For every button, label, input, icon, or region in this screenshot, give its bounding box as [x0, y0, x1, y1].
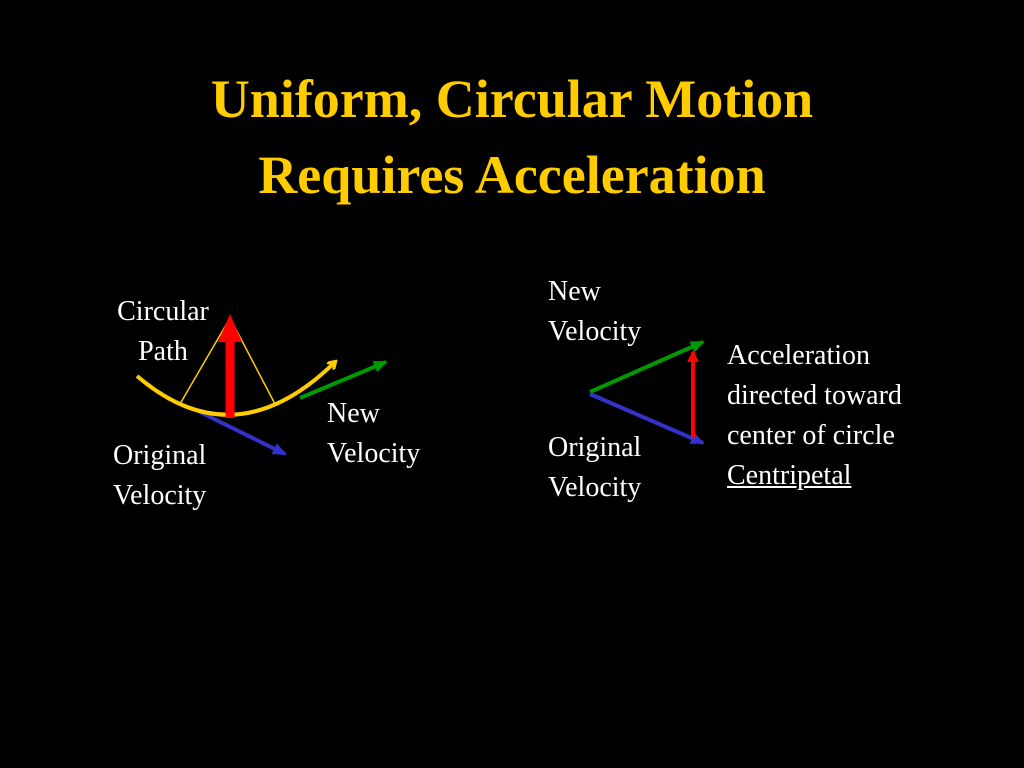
acceleration-description: Acceleration directed toward center of c…	[727, 336, 902, 496]
new-velocity-label-right-line-1: New	[548, 276, 601, 307]
new-velocity-arrow-left	[299, 360, 388, 400]
centripetal-label: Centripetal	[727, 460, 852, 491]
original-velocity-label-left-line-2: Velocity	[113, 480, 207, 511]
acceleration-description-line-1: Acceleration	[727, 340, 871, 371]
original-velocity-arrow-right	[589, 392, 705, 445]
original-velocity-arrow-left	[199, 410, 287, 456]
new-velocity-arrow-right	[589, 340, 705, 394]
original-velocity-label-left-line-1: Original	[113, 440, 207, 471]
slide-title-line-2: Requires Acceleration	[258, 145, 766, 205]
new-velocity-label-left: New Velocity	[327, 394, 420, 474]
circular-path-label-line-1: Circular	[117, 296, 209, 327]
original-velocity-label-left: Original Velocity	[113, 436, 206, 516]
slide-title-line-1: Uniform, Circular Motion	[210, 69, 814, 129]
original-velocity-label-right-line-2: Velocity	[548, 472, 642, 503]
acceleration-arrowhead-left	[218, 314, 242, 342]
left-diagram	[135, 314, 388, 456]
new-velocity-label-right: New Velocity	[548, 272, 641, 352]
new-velocity-label-right-line-2: Velocity	[548, 316, 642, 347]
new-velocity-label-left-line-1: New	[327, 398, 380, 429]
right-diagram	[589, 340, 705, 445]
acceleration-description-line-2: directed toward	[727, 380, 902, 411]
circular-path-label: Circular Path	[100, 292, 226, 372]
circular-path-arc	[135, 362, 335, 417]
new-velocity-label-left-line-2: Velocity	[327, 438, 421, 469]
acceleration-description-line-3: center of circle	[727, 420, 895, 451]
circular-path-label-line-2: Path	[138, 336, 188, 367]
original-velocity-label-right: Original Velocity	[548, 428, 641, 508]
radius-line-left	[179, 317, 231, 405]
original-velocity-label-right-line-1: Original	[548, 432, 642, 463]
